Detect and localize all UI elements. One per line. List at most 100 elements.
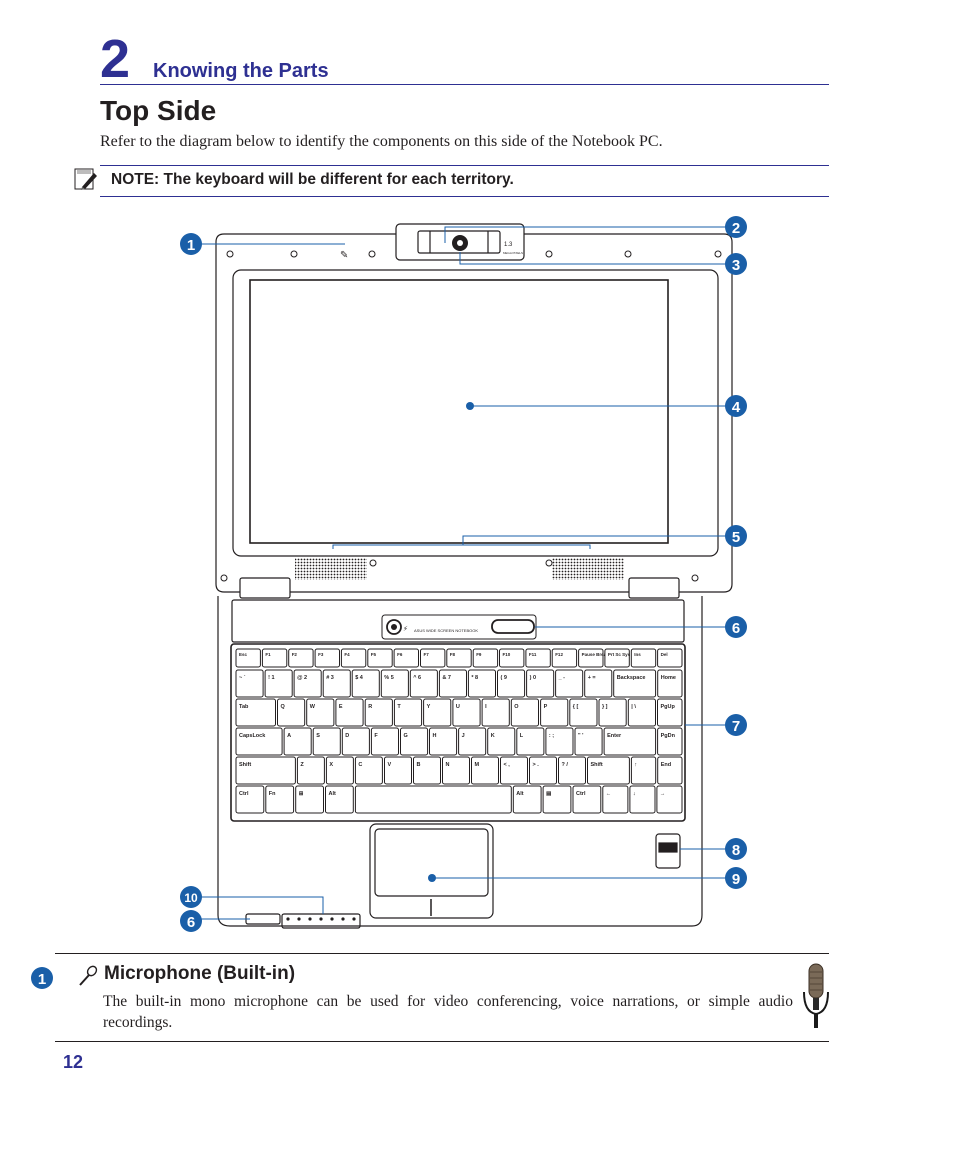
callout-badge-5 bbox=[725, 525, 747, 547]
keyboard-key-label: > . bbox=[533, 762, 540, 768]
keyboard-key bbox=[627, 698, 656, 727]
right-hinge bbox=[628, 577, 680, 599]
keyboard-key-label: ~ ` bbox=[239, 675, 246, 681]
keyboard-key-label: ↑ bbox=[634, 762, 637, 768]
keyboard-key bbox=[400, 727, 429, 756]
microphone-photo-icon bbox=[803, 963, 829, 1028]
keyboard-key bbox=[598, 698, 627, 727]
front-panel bbox=[231, 599, 685, 643]
svg-text:⚡: ⚡ bbox=[403, 625, 408, 633]
section-rule-top bbox=[55, 953, 829, 954]
keyboard-key bbox=[413, 756, 441, 785]
keyboard-key-label: F4 bbox=[344, 652, 350, 657]
keyboard-key bbox=[283, 727, 312, 756]
callout-badge-6b bbox=[180, 910, 202, 932]
callout-badge-1 bbox=[180, 233, 202, 255]
svg-text:✎: ✎ bbox=[340, 250, 348, 261]
keyboard-key-label: ▤ bbox=[546, 791, 552, 797]
callout-5: 5 bbox=[732, 529, 740, 546]
keyboard-key-label: PgUp bbox=[661, 704, 676, 710]
camera-bar bbox=[417, 230, 501, 254]
keyboard-key bbox=[265, 785, 295, 814]
keyboard-key-label: T bbox=[397, 704, 401, 710]
keyboard-key bbox=[235, 698, 276, 727]
section-title: Microphone (Built-in) bbox=[104, 963, 296, 984]
keyboard-key bbox=[235, 648, 261, 668]
callout-badge-4 bbox=[725, 395, 747, 417]
keyboard-key-label: K bbox=[491, 733, 495, 739]
keyboard-key bbox=[409, 669, 438, 698]
keyboard-key bbox=[393, 698, 423, 727]
keyboard-key-label: E bbox=[339, 704, 343, 710]
callout-badge-7 bbox=[725, 714, 747, 736]
keyboard-key bbox=[380, 669, 409, 698]
keyboard-key-label: Home bbox=[661, 675, 676, 681]
keyboard-key bbox=[446, 648, 472, 668]
keyboard-key-label: D bbox=[345, 733, 349, 739]
keyboard-key-label: M bbox=[475, 762, 480, 768]
page-number: 12 bbox=[63, 1052, 84, 1072]
section-rule-bottom bbox=[55, 1041, 829, 1042]
keyboard-key bbox=[235, 727, 283, 756]
keyboard-key bbox=[467, 669, 496, 698]
keyboard-key bbox=[458, 727, 487, 756]
keyboard-key bbox=[604, 648, 630, 668]
keyboard-key-label: ^ 6 bbox=[413, 675, 421, 681]
keyboard-key-label: : ; bbox=[549, 733, 554, 739]
keyboard-key bbox=[452, 698, 481, 727]
keyboard-key-label: F1 bbox=[265, 652, 271, 657]
keyboard-key-label: Shift bbox=[591, 762, 603, 768]
callout-4: 4 bbox=[732, 399, 741, 416]
keyboard-key bbox=[500, 756, 528, 785]
callout-7: 7 bbox=[732, 718, 740, 735]
keyboard-key-label: F5 bbox=[371, 652, 377, 657]
keyboard-frame bbox=[230, 643, 686, 822]
keyboard-key-label: H bbox=[433, 733, 437, 739]
power-button bbox=[386, 619, 402, 635]
keyboard-key-label: B bbox=[417, 762, 421, 768]
keyboard-key bbox=[630, 756, 657, 785]
keyboard-key bbox=[657, 648, 683, 668]
keyboard-key bbox=[364, 698, 393, 727]
keyboard-key bbox=[367, 648, 393, 668]
keyboard-key bbox=[551, 648, 578, 668]
keyboard-key-label: F12 bbox=[555, 652, 563, 657]
callout-9: 9 bbox=[732, 871, 740, 888]
keyboard-key bbox=[295, 785, 325, 814]
keyboard-key-label: < , bbox=[504, 762, 511, 768]
lid-outline bbox=[215, 233, 733, 593]
keyboard-key-label: L bbox=[520, 733, 524, 739]
instant-key bbox=[491, 619, 535, 634]
keyboard-key bbox=[261, 648, 288, 668]
keyboard-key bbox=[306, 698, 335, 727]
keyboard-key bbox=[341, 727, 370, 756]
keyboard-key-label: P bbox=[544, 704, 548, 710]
callout-badge-8 bbox=[725, 838, 747, 860]
keyboard-key bbox=[235, 756, 296, 785]
keyboard-key-label: Z bbox=[300, 762, 304, 768]
keyboard-key bbox=[555, 669, 584, 698]
keyboard-key bbox=[472, 648, 499, 668]
keyboard-key-label: A bbox=[287, 733, 291, 739]
keyboard-key bbox=[497, 669, 526, 698]
left-speaker-grill bbox=[295, 558, 367, 580]
keyboard-key bbox=[499, 648, 525, 668]
keyboard-key-label: $ 4 bbox=[355, 675, 364, 681]
note-rule-top bbox=[100, 165, 829, 166]
keyboard-key-label: # 3 bbox=[326, 675, 334, 681]
keyboard-key-label: F2 bbox=[292, 652, 298, 657]
keyboard-key bbox=[235, 785, 265, 814]
keyboard-key bbox=[354, 756, 383, 785]
keyboard-key-label: J bbox=[462, 733, 465, 739]
keyboard-key-label: F6 bbox=[397, 652, 403, 657]
keyboard-key-label: F7 bbox=[424, 652, 430, 657]
keyboard-key-label: } ] bbox=[602, 704, 608, 710]
keyboard-key bbox=[429, 727, 458, 756]
keyboard-key bbox=[325, 785, 354, 814]
keyboard-key-label: ? / bbox=[562, 762, 569, 768]
keyboard-key-label: I bbox=[485, 704, 487, 710]
keyboard-key-label: F bbox=[374, 733, 378, 739]
keyboard-key bbox=[529, 756, 557, 785]
